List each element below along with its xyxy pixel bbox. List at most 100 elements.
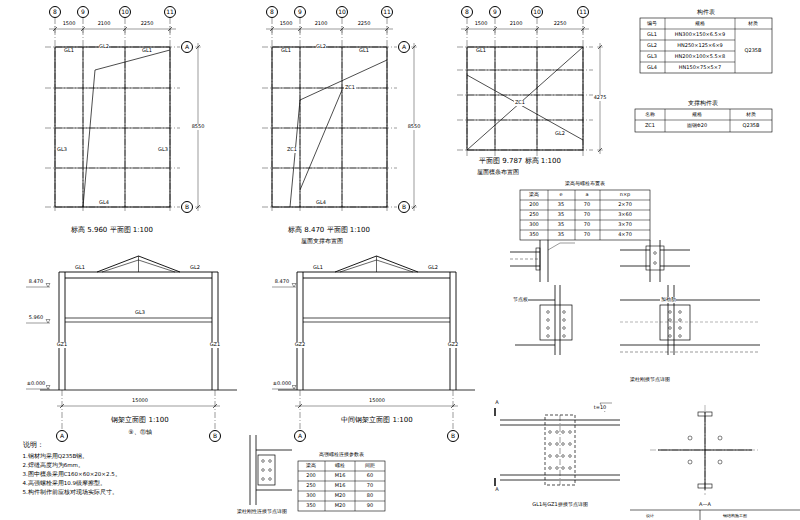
dimension-tick <box>537 26 538 33</box>
steel-column <box>450 272 451 390</box>
steel-beam <box>303 322 450 323</box>
bolt-hole <box>669 311 672 314</box>
table-rule <box>640 51 735 52</box>
steel-beam <box>342 47 343 207</box>
drawing-label: GZ1 <box>209 342 220 347</box>
dimension-tick <box>125 26 126 33</box>
drawing-label: GL4 <box>647 65 658 70</box>
axis-line <box>83 18 84 213</box>
drawing-label: GL2 <box>428 265 439 270</box>
drawing-label: GL3 <box>57 147 68 152</box>
dimension-tick <box>412 45 416 49</box>
drawing-label: 间距 <box>365 463 376 468</box>
bolt-hole <box>669 319 672 322</box>
bolt-hole <box>547 311 550 314</box>
table-frame <box>520 190 650 240</box>
drawing-label: 材质 <box>748 21 759 26</box>
drawing-label: GL1 <box>281 48 292 53</box>
drawing-label: A <box>495 487 499 492</box>
bolt-hole <box>562 467 565 470</box>
axis-label: 8 <box>53 9 57 15</box>
axis-bubble: 10 <box>336 6 348 18</box>
steel-column <box>297 272 298 390</box>
drawing-label: ZC1 <box>514 100 525 105</box>
bolt-hole <box>269 469 272 472</box>
roof-rafter <box>97 256 180 272</box>
dimension-tick <box>342 26 343 33</box>
dimension-tick <box>196 205 200 209</box>
bolt-hole <box>718 436 722 440</box>
drawing-label: 300 <box>306 493 317 498</box>
dimension-tick <box>298 404 302 408</box>
drawing-label: 70 <box>583 232 590 237</box>
axis-label: A <box>298 433 302 439</box>
drawing-label: 8550 <box>191 124 205 129</box>
axis-label: 9 <box>81 9 85 15</box>
drawing-label: 规格 <box>692 112 703 117</box>
table-frame <box>640 18 772 73</box>
drawing-label: 2.焊缝高度均为6mm。 <box>22 463 84 469</box>
roof-post <box>138 256 139 272</box>
bolt-hole <box>679 319 682 322</box>
title-block-rule <box>630 510 800 511</box>
axis-bubble: B <box>398 201 410 213</box>
table-frame <box>298 461 385 511</box>
drawing-line <box>620 250 650 251</box>
drawing-label: GL1 <box>647 32 658 37</box>
bolt-hole <box>556 467 559 470</box>
axis-line <box>262 128 397 129</box>
drawing-label: HN200×100×5.5×8 <box>674 54 725 59</box>
table-rule <box>730 109 731 132</box>
bolt-hole <box>669 335 672 338</box>
level-mark <box>292 386 296 390</box>
drawing-label: GL3 <box>647 54 658 59</box>
dimension-tick <box>196 45 200 49</box>
axis-bubble: 11 <box>577 6 589 18</box>
drawing-line <box>515 345 555 346</box>
level-line <box>26 389 50 390</box>
bolt-hole <box>562 455 565 458</box>
axis-label: 9 <box>493 9 497 15</box>
drawing-label: GL2 <box>647 43 658 48</box>
axis-line <box>457 70 593 71</box>
level-mark <box>46 386 50 390</box>
purlin <box>272 88 387 89</box>
drawing-label: 圆钢Φ20 <box>686 123 707 128</box>
bolt-hole <box>547 319 550 322</box>
steel-column <box>59 272 60 390</box>
drawing-label: 平面图 9.787 标高 1:100 <box>479 158 562 165</box>
table-rule <box>635 120 772 121</box>
bolt-hole <box>556 431 559 434</box>
drawing-line <box>256 490 292 491</box>
level-mark <box>292 284 296 288</box>
steel-beam <box>495 47 496 150</box>
drawing-line <box>620 266 650 267</box>
drawing-label: 构件表 <box>697 9 716 15</box>
axis-line <box>453 390 454 429</box>
drawing-label: ZC1 <box>344 85 355 90</box>
drawing-label: HN300×150×6.5×9 <box>674 32 725 37</box>
drawing-label: GL4 <box>99 200 110 205</box>
table-rule <box>298 471 385 472</box>
axis-line <box>262 88 397 89</box>
axis-line <box>45 168 180 169</box>
dimension-line <box>49 29 176 30</box>
drawing-label: GL1 <box>64 48 75 53</box>
bolt-hole <box>262 469 265 472</box>
dimension-tick <box>412 205 416 209</box>
drawing-label: n×p <box>619 192 631 197</box>
dimension-tick <box>495 26 496 33</box>
bolt-hole <box>556 443 559 446</box>
drawing-label: 8.470 <box>274 279 289 284</box>
drawing-line <box>256 435 257 505</box>
drawing-label: GL1 <box>359 48 370 53</box>
drawing-label: M20 <box>334 503 346 508</box>
drawing-label: 5.960 <box>28 315 43 320</box>
bolt-hole <box>549 443 552 446</box>
drawing-label: GL3 <box>135 310 146 315</box>
level-line <box>272 389 296 390</box>
drawing-label: ⑨、⑪轴 <box>128 429 152 435</box>
drawing-label: 3×60 <box>618 212 633 217</box>
bolt-hole <box>563 311 566 314</box>
level-mark <box>46 284 50 288</box>
